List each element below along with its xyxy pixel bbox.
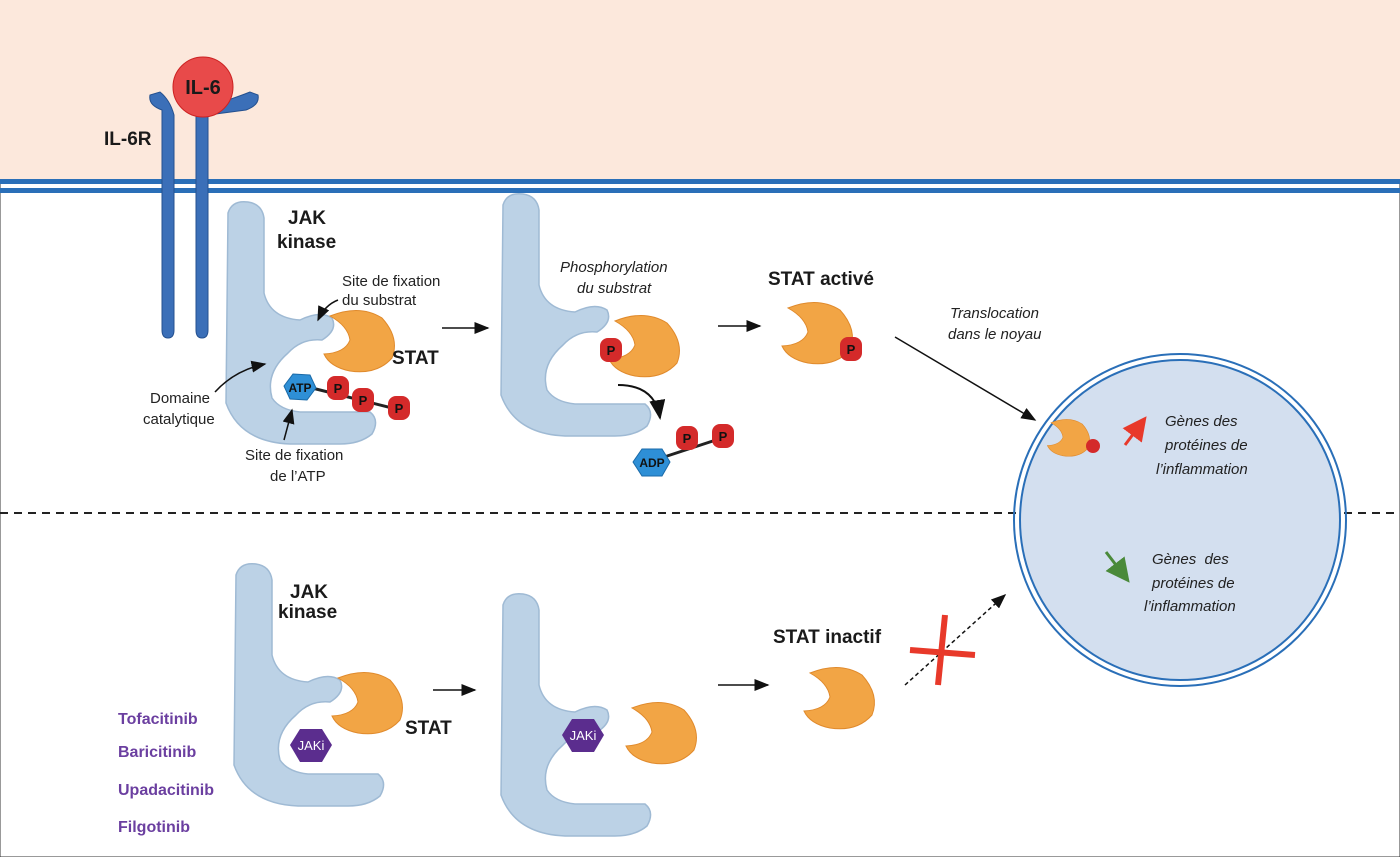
down-arrow-icon — [1104, 551, 1130, 583]
blocked-arrow — [904, 593, 1007, 686]
svg-text:JAKi: JAKi — [570, 728, 597, 743]
genes-up-label: protéines de — [1164, 437, 1248, 454]
stat-active-label: STAT activé — [768, 269, 874, 290]
drug-label: Baricitinib — [118, 744, 196, 761]
atp-site-label: Site de fixation — [245, 447, 343, 464]
phosphate: P — [600, 338, 622, 362]
svg-text:P: P — [719, 429, 728, 444]
jak-inhibitor: JAKi — [290, 729, 332, 762]
phosphate: P — [840, 337, 862, 361]
drug-label: Tofacitinib — [118, 711, 198, 728]
svg-text:ADP: ADP — [639, 456, 664, 470]
il6-ligand: IL-6 — [172, 56, 234, 118]
blocked-cross-icon — [909, 614, 976, 686]
svg-text:IL-6: IL-6 — [185, 77, 221, 99]
catalytic-domain-label: Domaine — [150, 390, 210, 407]
genes-up-label: l’inflammation — [1156, 461, 1248, 478]
phosphate-dot — [1086, 439, 1100, 453]
translocation-label: Translocation — [950, 305, 1039, 322]
substrate-site-label: Site de fixation — [342, 273, 440, 290]
jak-label: JAK — [288, 208, 326, 229]
cell-membrane — [0, 179, 1400, 193]
genes-down-label: l’inflammation — [1144, 598, 1236, 615]
jak-label: kinase — [277, 232, 336, 253]
jak-label: JAK — [290, 582, 328, 603]
stat-label: STAT — [392, 348, 439, 369]
svg-text:P: P — [683, 431, 692, 446]
svg-text:P: P — [334, 381, 343, 396]
svg-text:P: P — [359, 393, 368, 408]
atp-site-label: de l’ATP — [270, 468, 326, 485]
phosphorylation-label: du substrat — [577, 280, 652, 297]
substrate-site-label: du substrat — [342, 292, 417, 309]
phosphorylation-label: Phosphorylation — [560, 259, 668, 276]
up-arrow-icon — [1122, 416, 1147, 446]
svg-text:P: P — [607, 343, 616, 358]
receptor-label: IL-6R — [104, 129, 152, 150]
genes-down-label: protéines de — [1151, 575, 1235, 592]
atp-molecule: ATP P P P — [283, 373, 410, 420]
drug-label: Upadacitinib — [118, 782, 214, 799]
stat-inactive-label: STAT inactif — [773, 627, 882, 648]
translocation-label: dans le noyau — [948, 326, 1042, 343]
jak-label: kinase — [278, 602, 337, 623]
genes-down-label: Gènes des — [1152, 551, 1229, 568]
svg-text:JAKi: JAKi — [298, 738, 325, 753]
catalytic-domain-label: catalytique — [143, 411, 215, 428]
jak-inhibitor: JAKi — [562, 719, 604, 752]
stat-label: STAT — [405, 718, 452, 739]
genes-up-label: Gènes des — [1165, 413, 1238, 430]
drug-label: Filgotinib — [118, 819, 190, 836]
svg-text:P: P — [847, 342, 856, 357]
svg-text:P: P — [395, 401, 404, 416]
svg-text:ATP: ATP — [288, 381, 311, 395]
adp-molecule: ADP P P — [632, 424, 734, 477]
